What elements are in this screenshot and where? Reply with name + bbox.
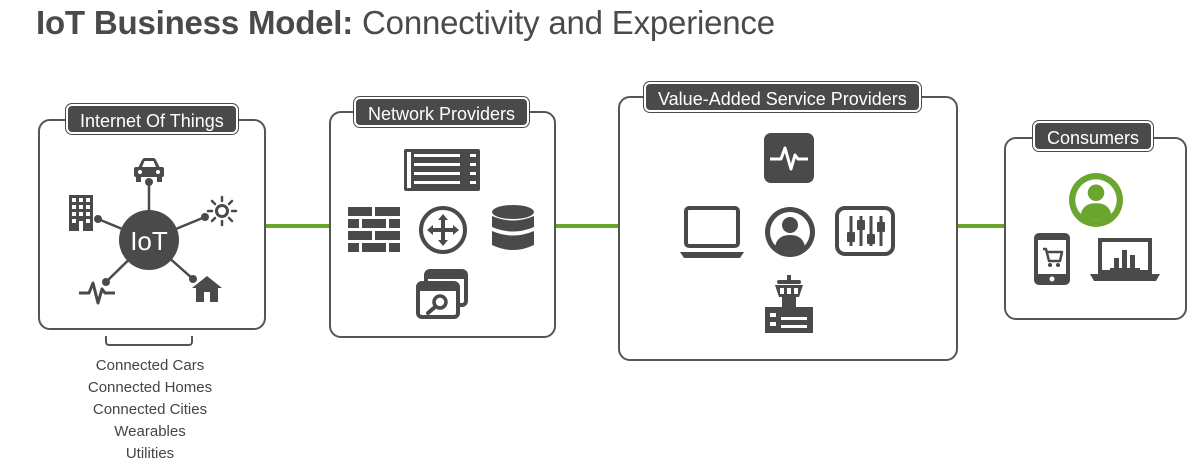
iot-examples-list: Connected Cars Connected Homes Connected… <box>60 355 240 465</box>
consumers-panel-label: Consumers <box>1033 121 1154 151</box>
laptop-chart-icon <box>1090 238 1160 281</box>
iot-hub-text: IoT <box>130 226 168 256</box>
database-icon <box>492 205 534 250</box>
list-item: Utilities <box>125 445 175 462</box>
control-tower-icon <box>765 275 813 333</box>
building-icon <box>69 195 93 231</box>
iot-hub-diagram <box>94 178 209 286</box>
consumers-panel <box>1004 137 1187 320</box>
page-title: IoT Business Model: Connectivity and Exp… <box>36 4 775 41</box>
car-icon <box>134 158 164 182</box>
connector-iot-network <box>266 224 330 228</box>
list-item: Connected Cities <box>92 401 208 418</box>
user-circle-icon <box>1069 173 1123 227</box>
user-circle-icon <box>765 207 815 257</box>
connector-network-vas <box>556 224 619 228</box>
connector-vas-consumers <box>958 224 1005 228</box>
list-item: Connected Homes <box>87 379 213 396</box>
sun-icon <box>206 195 238 227</box>
search-window-icon <box>416 269 468 319</box>
iot-hub-circle <box>119 210 179 270</box>
activity-monitor-icon <box>764 133 814 183</box>
mobile-cart-icon <box>1034 233 1070 285</box>
list-item: Wearables <box>114 423 186 440</box>
sliders-icon <box>835 206 895 256</box>
firewall-icon <box>348 207 400 252</box>
router-icon <box>419 206 467 254</box>
network-panel-label: Network Providers <box>354 97 530 127</box>
server-rack-icon <box>404 149 480 191</box>
house-icon <box>192 276 222 302</box>
vas-panel-label: Value-Added Service Providers <box>644 82 921 112</box>
iot-panel-label: Internet Of Things <box>66 104 238 134</box>
heartbeat-icon <box>79 281 115 305</box>
laptop-icon <box>680 206 744 258</box>
iot-bracket <box>105 336 193 346</box>
list-item: Connected Cars <box>95 357 205 374</box>
